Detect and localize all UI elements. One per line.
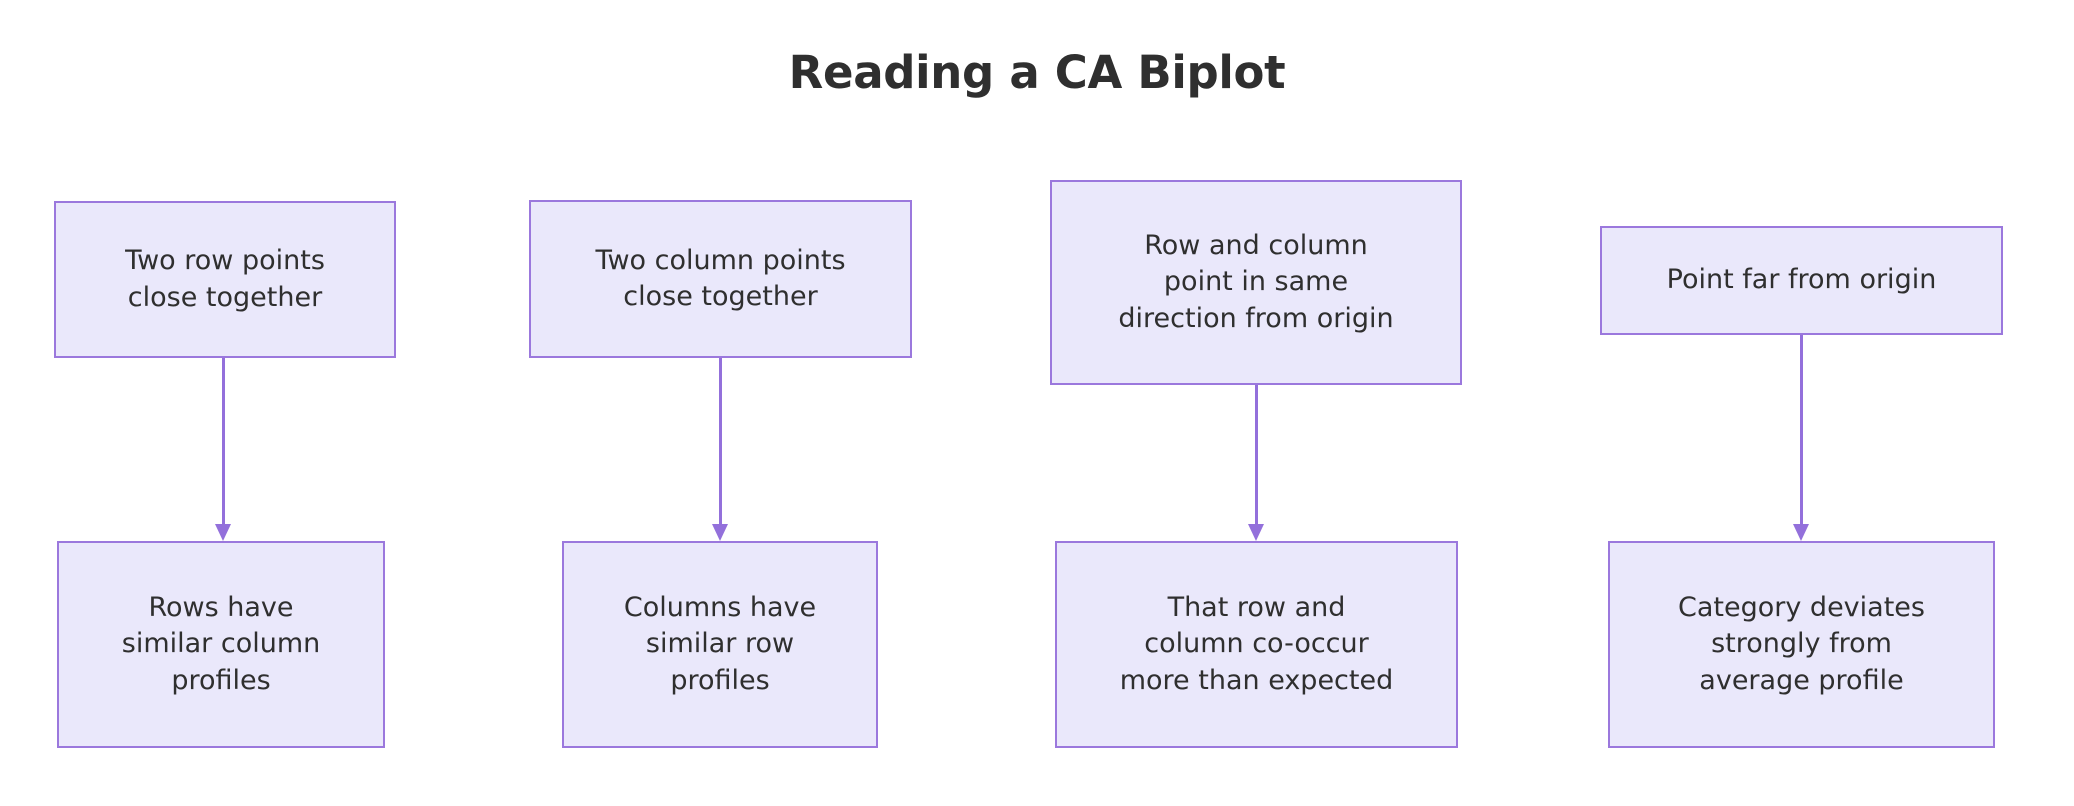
connector-stem [719, 358, 722, 524]
arrow-head-icon [712, 524, 728, 541]
connector-arrow-column-4 [1793, 335, 1809, 541]
node-conclusion-row-column-co-occur[interactable]: That row and column co-occur more than e… [1055, 541, 1458, 748]
arrow-head-icon [1248, 524, 1264, 541]
connector-stem [1800, 335, 1803, 524]
node-condition-point-far-from-origin[interactable]: Point far from origin [1600, 226, 2003, 335]
connector-stem [222, 358, 225, 524]
node-condition-two-column-points[interactable]: Two column points close together [529, 200, 912, 358]
node-conclusion-category-deviates[interactable]: Category deviates strongly from average … [1608, 541, 1995, 748]
connector-stem [1255, 385, 1258, 524]
arrow-head-icon [1793, 524, 1809, 541]
node-condition-two-row-points[interactable]: Two row points close together [54, 201, 396, 358]
node-conclusion-rows-similar-column-profiles[interactable]: Rows have similar column profiles [57, 541, 385, 748]
connector-arrow-column-2 [712, 358, 728, 541]
connector-arrow-column-3 [1248, 385, 1264, 541]
page-title: Reading a CA Biplot [788, 46, 1286, 99]
connector-arrow-column-1 [215, 358, 231, 541]
node-condition-row-and-column-same-direction[interactable]: Row and column point in same direction f… [1050, 180, 1462, 385]
node-conclusion-columns-similar-row-profiles[interactable]: Columns have similar row profiles [562, 541, 878, 748]
arrow-head-icon [215, 524, 231, 541]
